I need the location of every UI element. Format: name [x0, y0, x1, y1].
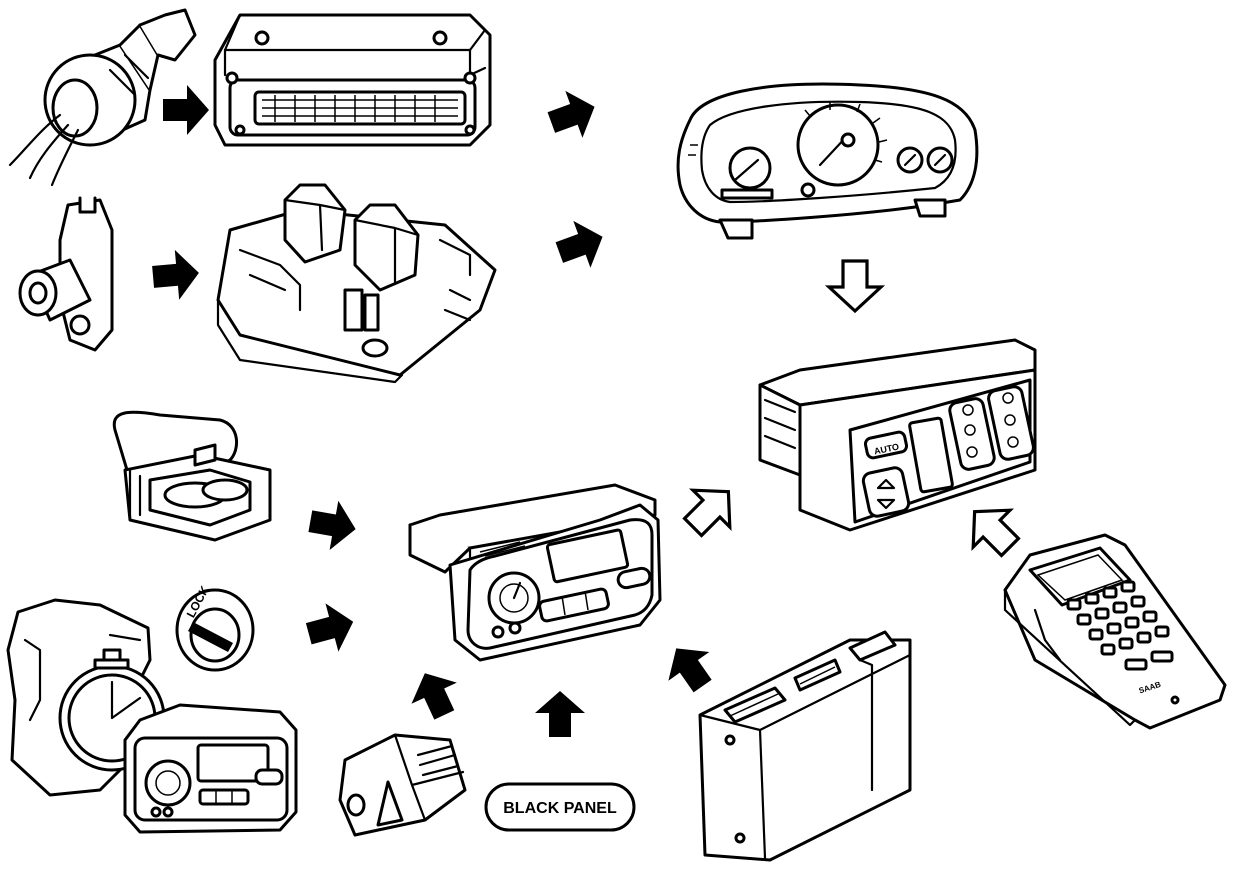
arrow-crank-sensor-to-relay — [150, 248, 202, 302]
open-arrow-sid-to-climate — [673, 471, 749, 547]
black-panel-label: BLACK PANEL — [503, 800, 617, 817]
control-module — [698, 630, 912, 862]
diagnostic-tester: SAAB — [1003, 533, 1227, 730]
crankshaft-position-sensor — [18, 196, 114, 352]
instrument-cluster — [676, 82, 979, 240]
black-panel-badge: BLACK PANEL — [484, 782, 636, 832]
keypad — [1066, 580, 1174, 671]
old-information-display-unit — [123, 703, 298, 834]
arrow-connector-to-sid — [305, 496, 360, 554]
arrow-temp-sensor-to-ecu — [163, 85, 209, 135]
engine-control-unit — [213, 13, 492, 147]
sid-information-display — [408, 483, 662, 662]
open-arrow-cluster-to-climate — [827, 259, 883, 313]
coolant-temperature-sensor — [8, 8, 197, 187]
arrow-relay-to-cluster — [550, 213, 612, 277]
arrow-module-to-sid — [655, 634, 724, 701]
arrow-ignition-to-sid — [302, 597, 360, 658]
arrow-black-panel-to-sid — [535, 691, 585, 737]
arrow-switch-to-sid — [402, 662, 467, 726]
open-arrow-tester-to-climate — [954, 491, 1030, 567]
climate-control-panel: AUTO — [758, 338, 1037, 532]
ignition-switch: LOCK — [175, 583, 255, 672]
electrical-connector — [112, 410, 272, 542]
dimmer-switch — [338, 733, 467, 837]
arrow-ecu-to-cluster — [542, 83, 604, 147]
relay-box — [216, 183, 497, 384]
